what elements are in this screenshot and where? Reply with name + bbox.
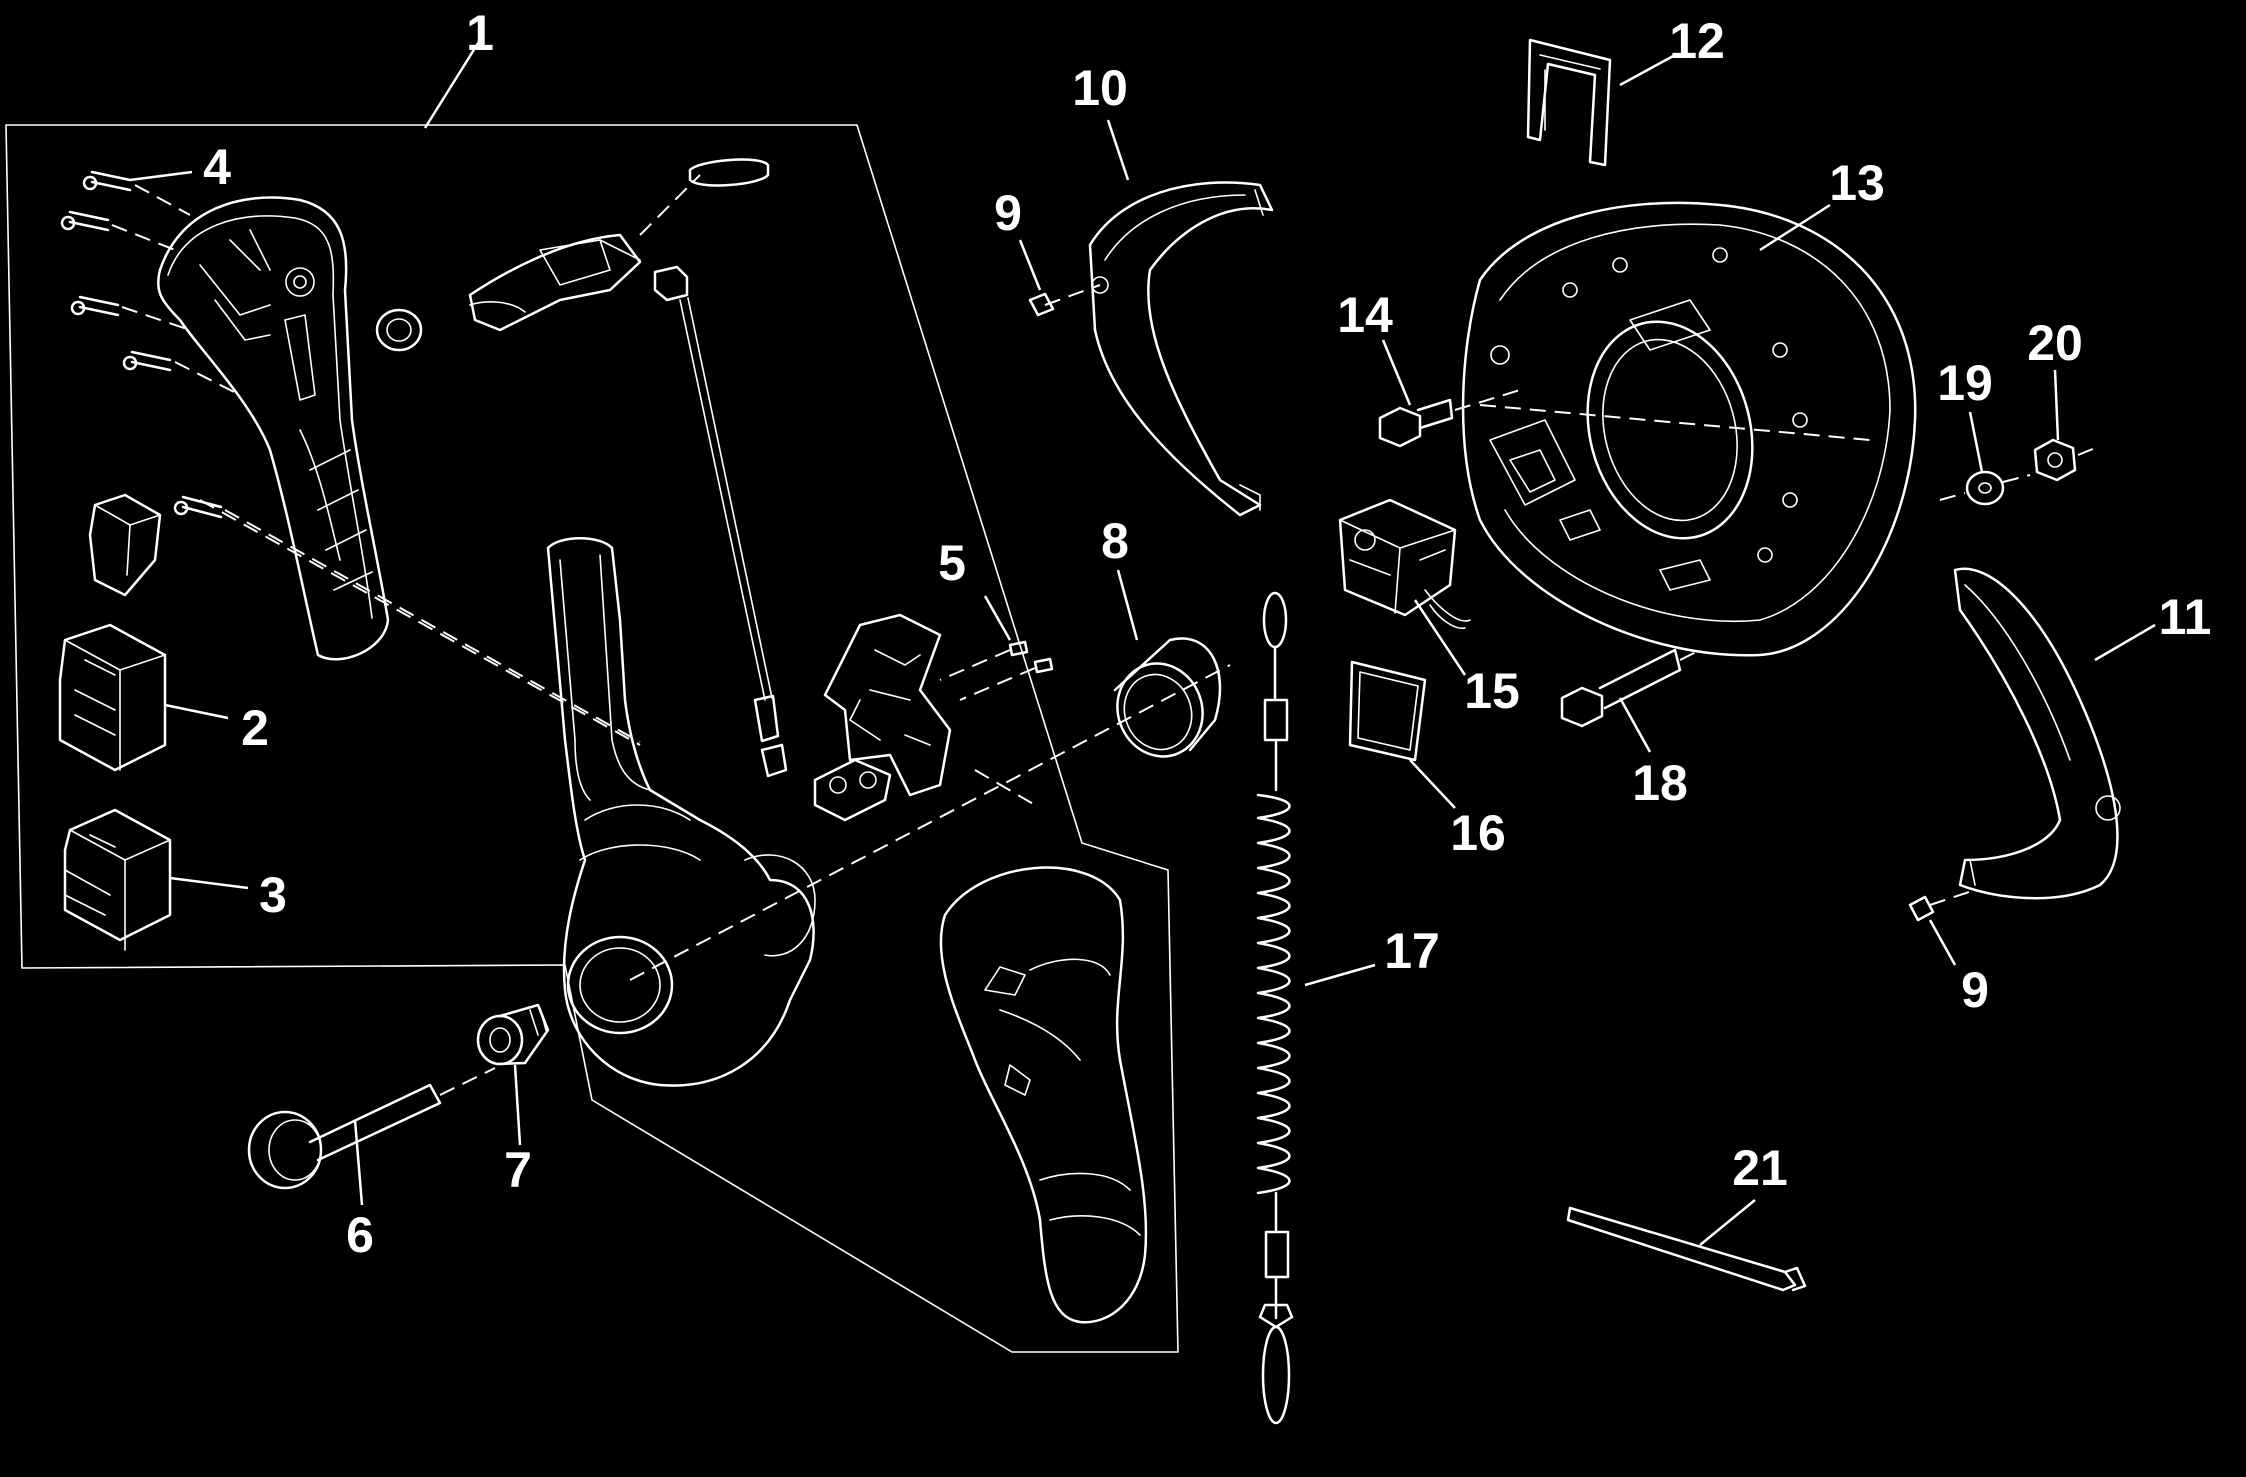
callout-12: 12 bbox=[1669, 13, 1725, 69]
callout-13: 13 bbox=[1829, 155, 1885, 211]
part-21-cable-tie bbox=[1566, 1199, 1807, 1292]
part-18-bolt bbox=[1560, 648, 1701, 753]
callout-18: 18 bbox=[1632, 755, 1688, 811]
part-9-screw-top bbox=[1018, 239, 1101, 317]
callout-7: 7 bbox=[504, 1142, 532, 1198]
callout-21: 21 bbox=[1732, 1140, 1788, 1196]
callout-19: 19 bbox=[1937, 355, 1993, 411]
part-12-clip bbox=[1526, 38, 1676, 167]
part-13-housing bbox=[1461, 201, 1917, 657]
callout-2: 2 bbox=[241, 700, 269, 756]
part-6-knob bbox=[247, 1067, 496, 1206]
callout-9-top: 9 bbox=[994, 185, 1022, 241]
callout-8: 8 bbox=[1101, 513, 1129, 569]
callout-4: 4 bbox=[203, 139, 231, 195]
part-17-lanyard bbox=[1256, 591, 1376, 1425]
callout-6: 6 bbox=[346, 1207, 374, 1263]
part-2-connector bbox=[58, 623, 229, 772]
callout-9-bottom: 9 bbox=[1961, 962, 1989, 1018]
part-16-plate bbox=[1348, 660, 1456, 809]
part-15-switch bbox=[1338, 498, 1471, 676]
part-7-bushing bbox=[476, 1003, 550, 1146]
callout-1: 1 bbox=[466, 5, 494, 61]
control-grip bbox=[939, 866, 1148, 1324]
part-3-connector bbox=[63, 808, 249, 951]
callout-14: 14 bbox=[1337, 287, 1393, 343]
part-11-cover bbox=[1953, 567, 2156, 900]
part-5-bracket bbox=[813, 595, 1054, 822]
part-9-screw-bottom bbox=[1908, 889, 1976, 966]
control-lever-body bbox=[199, 499, 1231, 1087]
handle-left-half bbox=[156, 196, 423, 661]
callout-3: 3 bbox=[259, 867, 287, 923]
callout-16: 16 bbox=[1450, 805, 1506, 861]
leader-4 bbox=[129, 170, 193, 182]
part-10-cover bbox=[1088, 119, 1274, 517]
callout-labels: 1 2 3 4 5 6 7 8 9 9 10 11 12 13 14 15 16… bbox=[203, 5, 2211, 1263]
leader-1 bbox=[423, 39, 482, 129]
callout-5: 5 bbox=[938, 535, 966, 591]
part-small-block bbox=[88, 493, 162, 597]
callout-15: 15 bbox=[1464, 663, 1520, 719]
callout-20: 20 bbox=[2027, 315, 2083, 371]
part-19-washer bbox=[1939, 411, 2031, 506]
callout-17: 17 bbox=[1384, 923, 1440, 979]
callout-11: 11 bbox=[2159, 589, 2212, 645]
part-14-bolt bbox=[1378, 339, 1521, 448]
callout-10: 10 bbox=[1072, 60, 1128, 116]
assembly-1-boundary bbox=[5, 124, 1179, 1353]
part-detent-actuator bbox=[468, 158, 788, 778]
part-8-ring bbox=[1113, 569, 1222, 758]
part-20-nut bbox=[2033, 369, 2096, 482]
